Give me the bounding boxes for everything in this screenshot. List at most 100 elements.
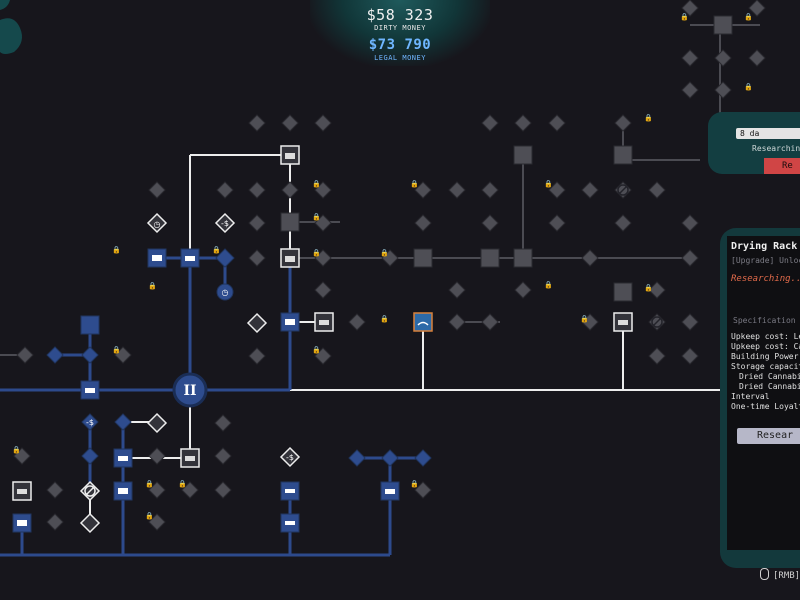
svg-text:🔒: 🔒 xyxy=(12,446,21,454)
locked-building-node xyxy=(413,248,433,268)
locked-node xyxy=(514,281,532,299)
owned-node xyxy=(348,449,366,467)
dirty-money-label: DIRTY MONEY xyxy=(374,24,426,32)
locked-node xyxy=(648,181,666,199)
available-node xyxy=(214,212,236,234)
locked-nodes xyxy=(13,0,766,531)
locked-node xyxy=(314,249,332,267)
owned-node xyxy=(215,248,235,268)
svg-text:🔒: 🔒 xyxy=(644,284,653,292)
mouse-icon xyxy=(760,568,769,580)
locked-node xyxy=(281,181,299,199)
locked-node xyxy=(248,181,266,199)
locked-node xyxy=(481,313,499,331)
locked-node xyxy=(448,181,466,199)
locked-node xyxy=(381,249,399,267)
locked-node xyxy=(681,81,699,99)
locked-node xyxy=(648,347,666,365)
spec-line: Dried Cannabi xyxy=(739,382,800,391)
svg-text:🔒: 🔒 xyxy=(580,315,589,323)
active-connectors xyxy=(0,256,425,557)
available-node xyxy=(79,512,101,534)
svg-text:🔒: 🔒 xyxy=(544,180,553,188)
svg-text:🔒: 🔒 xyxy=(744,83,753,91)
locked-node xyxy=(581,313,599,331)
svg-text:🔒: 🔒 xyxy=(644,114,653,122)
spec-line: Upkeep cost: Le xyxy=(731,332,800,341)
locked-node xyxy=(614,114,632,132)
research-cancel-button[interactable]: Re xyxy=(764,158,800,174)
svg-text:🔒: 🔒 xyxy=(380,315,389,323)
svg-text:🔒: 🔒 xyxy=(112,346,121,354)
dirty-money-value: $58 323 xyxy=(366,6,434,24)
node-detail-panel: Drying Rack I [Upgrade] Unlock Researchi… xyxy=(720,228,800,568)
svg-text:🔒: 🔒 xyxy=(212,246,221,254)
special-nodes xyxy=(84,184,663,497)
locked-node xyxy=(348,313,366,331)
spec-line: Dried Cannabi xyxy=(739,372,800,381)
owned-node xyxy=(414,449,432,467)
locked-building-node xyxy=(513,248,533,268)
spec-line: Upkeep cost: Ca xyxy=(731,342,800,351)
locked-node xyxy=(548,114,566,132)
blocked-icon xyxy=(651,316,663,328)
research-queue-panel: 8 da Researching Re xyxy=(708,112,800,174)
locked-node xyxy=(248,347,266,365)
hub-node: II xyxy=(172,372,208,408)
locked-node xyxy=(614,214,632,232)
svg-text:🔒: 🔒 xyxy=(680,13,689,21)
locked-node xyxy=(681,0,699,17)
research-button[interactable]: Resear xyxy=(737,428,800,444)
locked-node xyxy=(448,313,466,331)
locked-node xyxy=(414,481,432,499)
owned-node xyxy=(81,447,99,465)
locked-node xyxy=(714,49,732,67)
locked-node xyxy=(214,414,232,432)
locked-node xyxy=(216,181,234,199)
rmb-hint: [RMB] xyxy=(760,568,800,581)
svg-text:🔒: 🔒 xyxy=(178,480,187,488)
locked-node xyxy=(681,49,699,67)
locked-node xyxy=(714,81,732,99)
available-node xyxy=(146,212,168,234)
svg-text:◷: ◷ xyxy=(154,220,161,229)
spec-header: Specification xyxy=(733,316,796,325)
locked-node xyxy=(581,181,599,199)
locked-building-node xyxy=(513,145,533,165)
available-node xyxy=(246,312,268,334)
svg-text:🔒: 🔒 xyxy=(410,180,419,188)
locked-node xyxy=(681,313,699,331)
spec-line: One-time Loyalt xyxy=(731,402,800,411)
owned-node xyxy=(81,413,99,431)
locked-node xyxy=(314,214,332,232)
svg-text:-$: -$ xyxy=(286,453,294,462)
node-detail-body: Drying Rack I [Upgrade] Unlock Researchi… xyxy=(727,236,800,550)
svg-text:🔒: 🔒 xyxy=(312,213,321,221)
locked-node xyxy=(514,114,532,132)
white-connectors xyxy=(89,154,720,525)
locked-node xyxy=(214,447,232,465)
legal-money-label: LEGAL MONEY xyxy=(374,54,426,62)
svg-text:◷: ◷ xyxy=(222,288,229,297)
svg-text:🔒: 🔒 xyxy=(312,180,321,188)
locked-node xyxy=(748,49,766,67)
research-status: Researching xyxy=(752,144,800,153)
locked-node xyxy=(314,114,332,132)
locked-building-node xyxy=(280,212,300,232)
locked-node xyxy=(148,481,166,499)
locked-node xyxy=(114,346,132,364)
locked-node xyxy=(548,181,566,199)
locked-node xyxy=(414,181,432,199)
svg-text:🔒: 🔒 xyxy=(544,281,553,289)
svg-text:🔒: 🔒 xyxy=(148,282,157,290)
locked-node xyxy=(681,249,699,267)
locked-building-node xyxy=(713,15,733,35)
available-node xyxy=(146,412,168,434)
locked-node xyxy=(481,181,499,199)
svg-text:🔒: 🔒 xyxy=(312,346,321,354)
svg-text:🔒: 🔒 xyxy=(312,249,321,257)
locked-node xyxy=(16,346,34,364)
svg-text:-$: -$ xyxy=(86,418,94,427)
locked-node xyxy=(481,114,499,132)
